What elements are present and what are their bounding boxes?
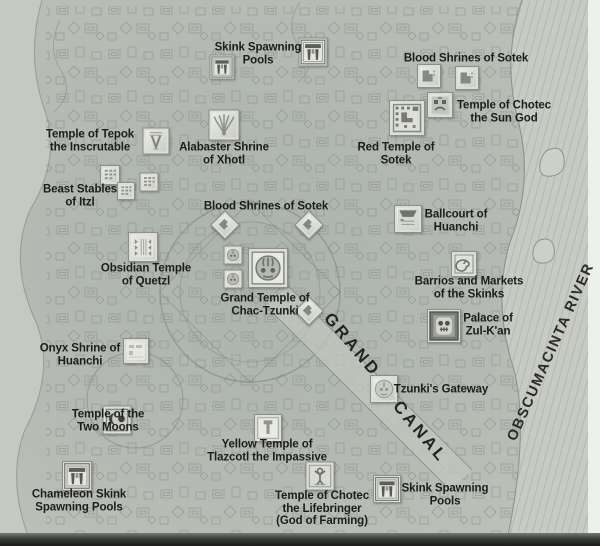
spawning-pool-icon — [62, 461, 92, 491]
feathered-serpent-icon — [142, 127, 170, 155]
spawning-pool-icon — [298, 37, 328, 67]
spawning-pool-icon — [373, 475, 401, 503]
onyx-shrine-icon — [123, 338, 149, 364]
market-spiral-icon — [451, 251, 477, 277]
stable-stalls-icon — [117, 182, 135, 200]
map-label-tzunkis-gateway: Tzunki's Gateway — [393, 383, 489, 396]
obsidian-chevrons-icon — [128, 232, 158, 262]
grand-canal-label-word1: GRAND — [320, 308, 385, 381]
sun-god-face-icon — [427, 92, 453, 118]
palace-skull-icon — [427, 309, 461, 343]
grand-canal-label-word2: CANAL — [389, 397, 452, 467]
map-label-blood-shrines-of-sotek-central: Blood Shrines of Sotek — [203, 200, 329, 213]
farming-figure-icon — [305, 461, 335, 491]
stable-stalls-icon — [100, 165, 120, 185]
map-label-blood-shrines-of-sotek-north: Blood Shrines of Sotek — [403, 52, 529, 65]
gateway-roundel-icon — [370, 375, 398, 403]
roundel-small-icon — [223, 245, 243, 265]
stable-stalls-icon — [139, 172, 159, 192]
ballcourt-icon — [394, 205, 422, 233]
yellow-temple-icon — [254, 414, 282, 442]
spawning-pool-icon — [209, 54, 235, 80]
blood-shrine-diamond-icon — [294, 296, 324, 326]
blood-shrine-icon — [417, 64, 441, 88]
red-temple-icon — [389, 100, 425, 136]
alabaster-fan-icon — [208, 109, 240, 141]
blood-shrine-diamond-icon — [210, 210, 240, 240]
blood-shrine-icon — [455, 66, 479, 90]
grand-temple-roundel-icon — [248, 248, 288, 288]
blood-shrine-diamond-icon — [294, 210, 324, 240]
roundel-small-icon — [223, 269, 243, 289]
two-moons-icon — [102, 405, 132, 435]
